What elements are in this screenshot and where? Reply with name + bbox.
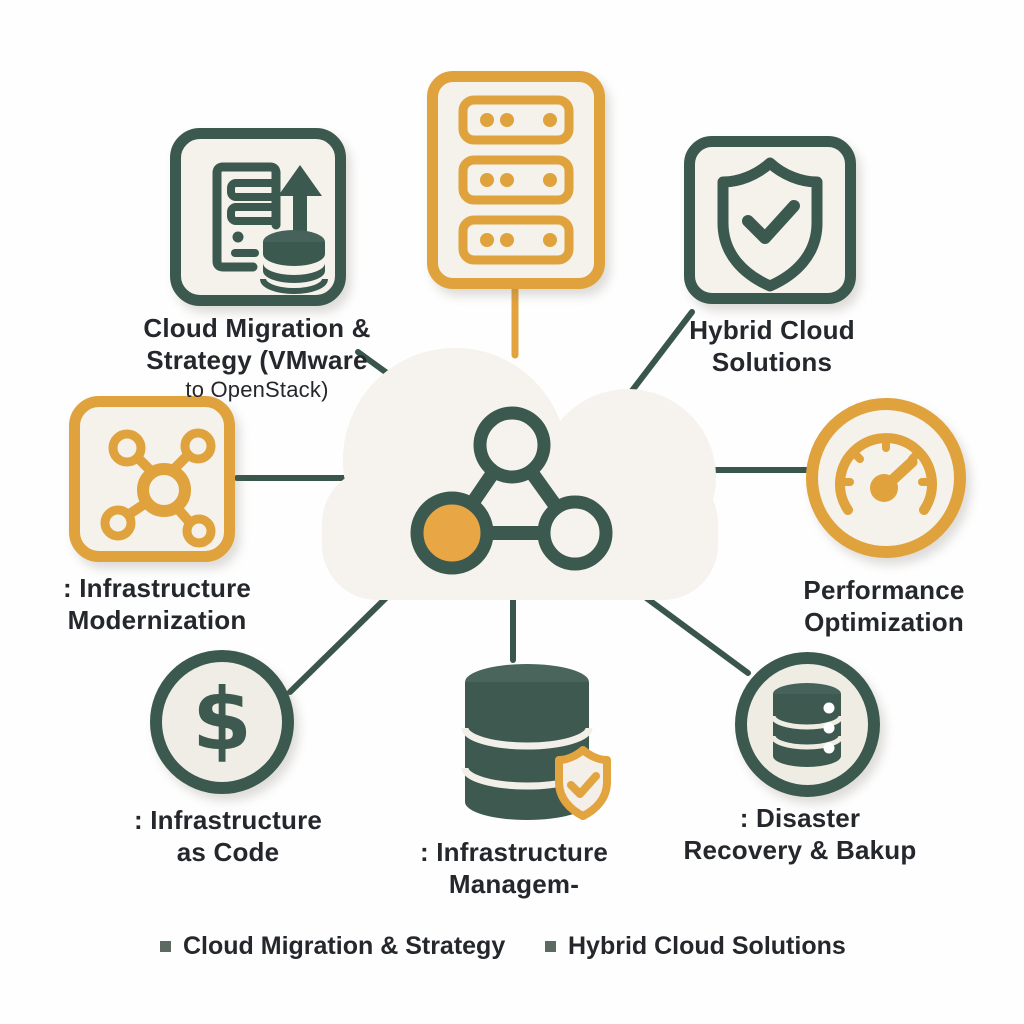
label-line: Strategy (VMware [146, 345, 368, 376]
label-line: Performance [803, 575, 965, 605]
database-circle-icon [735, 652, 880, 797]
label-line: Managem- [448, 869, 580, 900]
label-line: Modernization [67, 605, 247, 636]
label-disaster-recovery-backup: : Disaster Recovery & Bakup [684, 802, 917, 866]
legend-item-cloud-migration: Cloud Migration & Strategy [160, 932, 505, 961]
label-line: Hybrid Cloud [689, 315, 855, 345]
legend-bullet-icon [160, 941, 171, 952]
server-stack-glyph [458, 95, 574, 265]
label-line: : Infrastructure [419, 837, 609, 867]
gauge-glyph [835, 433, 937, 515]
database-shield-icon [461, 664, 611, 820]
gauge-icon [806, 398, 966, 558]
label-line: : Infrastructure [133, 805, 323, 835]
network-triangle-icon [410, 406, 613, 575]
cloud-icon [322, 348, 718, 600]
shield-badge-icon [555, 746, 611, 820]
label-infrastructure-as-code: : Infrastructure as Code [134, 804, 322, 868]
dollar-icon: $ [150, 650, 294, 794]
label-line: Solutions [711, 347, 833, 378]
label-performance-optimization: Performance Optimization [803, 574, 964, 638]
label-line: Recovery & Bakup [683, 835, 917, 866]
legend-label: Cloud Migration & Strategy [183, 932, 506, 960]
shield-check-glyph [717, 157, 823, 292]
label-line: : Infrastructure [62, 573, 252, 603]
legend-label: Hybrid Cloud Solutions [568, 932, 846, 960]
server-stack-icon [427, 71, 605, 289]
label-line: Optimization [804, 607, 964, 638]
legend-item-hybrid-cloud: Hybrid Cloud Solutions [545, 932, 846, 961]
label-line: Cloud Migration & [143, 313, 371, 343]
label-cloud-migration-strategy: Cloud Migration & Strategy (VMware to Op… [143, 312, 370, 404]
migration-upload-glyph [212, 162, 328, 294]
shield-check-icon [684, 136, 856, 304]
legend-bullet-icon [545, 941, 556, 952]
migration-upload-icon [170, 128, 346, 306]
label-line: to OpenStack) [185, 377, 329, 403]
database-circle-glyph [770, 683, 844, 767]
label-infrastructure-modernization: : Infrastructure Modernization [63, 572, 251, 636]
connector-lines [234, 309, 810, 695]
network-nodes-icon [69, 396, 235, 562]
label-line: : Disaster [739, 803, 861, 833]
label-line: as Code [176, 837, 280, 868]
dollar-glyph: $ [192, 670, 252, 770]
network-nodes-glyph [100, 428, 216, 548]
label-infrastructure-management: : Infrastructure Managem- [420, 836, 608, 900]
label-hybrid-cloud-solutions: Hybrid Cloud Solutions [689, 314, 855, 378]
